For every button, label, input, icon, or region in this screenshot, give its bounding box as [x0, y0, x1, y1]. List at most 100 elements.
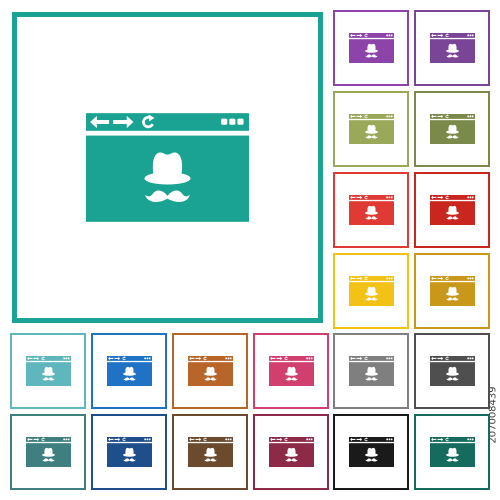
browser-incognito-icon [107, 356, 152, 386]
hat-icon [144, 152, 191, 185]
window-dots-icon [386, 115, 393, 118]
mustache-icon [123, 377, 136, 381]
arrows-icon [431, 33, 444, 38]
arrows-icon [90, 115, 134, 129]
browser-incognito-icon [349, 33, 394, 63]
window-dots-icon [63, 357, 70, 360]
window-dots-icon [221, 118, 244, 125]
icon-variant-red [333, 172, 409, 248]
hat-icon [123, 366, 136, 376]
browser-incognito-icon [430, 437, 475, 467]
arrows-icon [350, 114, 363, 119]
icon-variant-olive [414, 91, 490, 167]
icon-variant-purple [333, 10, 409, 86]
icon-variant-teal-gray [10, 414, 86, 490]
icon-variant-dark-red [414, 172, 490, 248]
refresh-icon [203, 437, 207, 442]
refresh-icon [445, 195, 449, 200]
mustache-icon [446, 54, 459, 58]
refresh-icon [122, 356, 126, 361]
browser-incognito-icon [349, 356, 394, 386]
browser-incognito-icon [107, 437, 152, 467]
mustache-icon [365, 377, 378, 381]
hat-icon [204, 366, 217, 376]
mustache-icon [285, 377, 298, 381]
arrows-icon [350, 33, 363, 38]
refresh-icon [364, 437, 368, 442]
browser-window [430, 437, 475, 467]
browser-incognito-icon [430, 33, 475, 63]
mustache-icon [285, 458, 298, 462]
refresh-icon [445, 356, 449, 361]
hat-icon [446, 205, 459, 215]
window-dots-icon [144, 438, 151, 441]
mustache-icon [123, 458, 136, 462]
refresh-icon [41, 356, 45, 361]
refresh-icon [364, 276, 368, 281]
hat-icon [285, 366, 298, 376]
window-dots-icon [467, 115, 474, 118]
arrows-icon [350, 276, 363, 281]
refresh-icon [445, 114, 449, 119]
browser-incognito-icon [188, 437, 233, 467]
mustache-icon [204, 458, 217, 462]
hat-icon [365, 447, 378, 457]
window-dots-icon [467, 357, 474, 360]
refresh-icon [41, 437, 45, 442]
window-dots-icon [467, 196, 474, 199]
arrows-icon [189, 437, 202, 442]
window-dots-icon [144, 357, 151, 360]
browser-incognito-icon [349, 195, 394, 225]
arrows-icon [189, 356, 202, 361]
icon-variant-mustard [414, 253, 490, 329]
window-dots-icon [225, 357, 232, 360]
refresh-icon [445, 437, 449, 442]
browser-incognito-icon [430, 195, 475, 225]
mustache-icon [446, 135, 459, 139]
window-dots-icon [306, 357, 313, 360]
window-dots-icon [386, 277, 393, 280]
hat-icon [42, 447, 55, 457]
icon-variant-dark-purple [414, 10, 490, 86]
icon-variant-light-teal [10, 333, 86, 409]
mustache-icon [446, 458, 459, 462]
browser-incognito-icon [188, 356, 233, 386]
mustache-icon [446, 377, 459, 381]
hat-icon [446, 124, 459, 134]
refresh-icon [284, 356, 288, 361]
arrows-icon [431, 114, 444, 119]
icon-variant-olive-light [333, 91, 409, 167]
hat-icon [446, 43, 459, 53]
arrows-icon [431, 276, 444, 281]
browser-incognito-icon [86, 113, 249, 222]
mustache-icon [446, 216, 459, 220]
icon-variant-brown [172, 333, 248, 409]
browser-incognito-icon [269, 356, 314, 386]
icon-variant-dark-gray [414, 333, 490, 409]
refresh-icon [284, 437, 288, 442]
window-dots-icon [63, 438, 70, 441]
arrows-icon [27, 356, 40, 361]
icon-variant-black [333, 414, 409, 490]
window-dots-icon [306, 438, 313, 441]
hat-icon [446, 366, 459, 376]
arrows-icon [431, 356, 444, 361]
window-dots-icon [386, 34, 393, 37]
hat-icon [365, 124, 378, 134]
refresh-icon [364, 114, 368, 119]
main-icon-tile [12, 12, 323, 323]
mustache-icon [42, 377, 55, 381]
refresh-icon [364, 356, 368, 361]
browser-incognito-icon [26, 437, 71, 467]
refresh-icon [364, 33, 368, 38]
hat-icon [285, 447, 298, 457]
icon-variant-pink [253, 333, 329, 409]
mustache-icon [365, 297, 378, 301]
refresh-icon [122, 437, 126, 442]
icon-variant-navy [91, 414, 167, 490]
window-dots-icon [467, 438, 474, 441]
hat-icon [446, 447, 459, 457]
hat-icon [123, 447, 136, 457]
arrows-icon [27, 437, 40, 442]
